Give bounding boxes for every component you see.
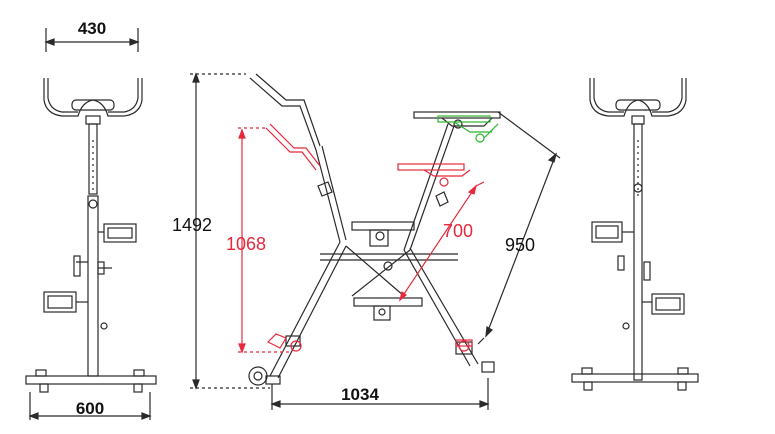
green-seat-detail: [437, 115, 499, 143]
front-view: [25, 28, 157, 420]
dimension-length: 1034: [341, 385, 379, 404]
dimension-front-width: 430: [78, 19, 106, 38]
dimension-red-reach: 700: [443, 221, 473, 241]
dimension-red-height: 1068: [226, 234, 266, 254]
dimension-base-width: 600: [76, 399, 104, 418]
dimension-reach: 950: [505, 235, 535, 255]
side-view: [190, 72, 561, 410]
rear-view: [571, 78, 699, 391]
dimension-total-height: 1492: [172, 215, 212, 235]
red-position-overlay: [238, 123, 485, 354]
